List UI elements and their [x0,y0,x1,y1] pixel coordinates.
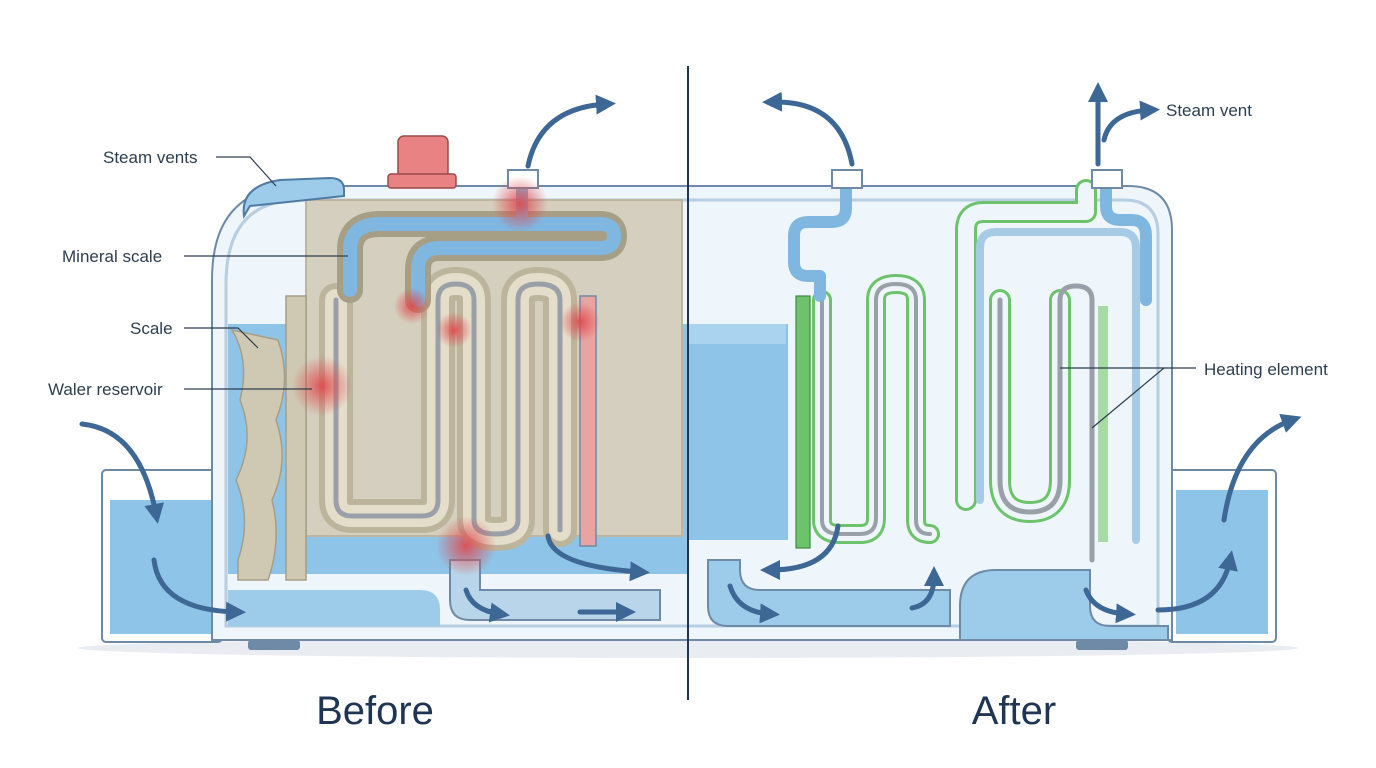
after-steam-pipe-right [1100,172,1152,306]
after-vent-collar-right [1091,169,1123,189]
caption-before: Before [316,689,434,733]
steam-arrow-after-left [762,91,855,167]
leader-lines [184,156,1196,429]
hotspot [292,356,352,416]
hotspot [492,176,548,232]
after-inner-wall [688,198,1160,628]
flow-arrow [760,523,841,580]
after-element-core-right [997,283,1095,563]
label-scale: Scale [130,319,173,338]
hotspot [560,302,600,342]
scale-crust-left [230,328,286,581]
steam-vent-cover [242,176,345,219]
outflow-arrow-after-bottom [1155,550,1238,613]
before-unit [101,135,688,650]
label-water-reservoir: Waler reservoir [48,380,163,399]
after-side-element-left [795,295,811,549]
fill-cap [397,135,449,179]
inflow-arrow-before [79,421,164,524]
after-side-tank-water [1176,490,1268,634]
after-steam-pipe-left [788,172,852,302]
after-water-strip [688,324,786,344]
scale-crust-stem [285,295,307,581]
after-side-element-right [1098,306,1108,542]
label-heating-element: Heating element [1204,360,1328,379]
outflow-arrow-after [1221,413,1302,523]
before-steam-pipe [343,217,621,307]
caption-after: After [972,689,1056,733]
after-bottom-channel-right [959,569,1169,641]
label-steam-vent: Steam vent [1166,101,1252,120]
leader-steam-vents [216,156,277,187]
flow-arrow [1083,587,1136,624]
hotspot [436,516,496,576]
before-side-element [579,295,597,547]
after-unit [688,169,1277,650]
fill-cap-base [387,173,457,189]
after-foot [1076,640,1128,650]
hotspot [436,312,472,348]
steam-arrow-after-right [1101,100,1160,143]
flow-arrow [545,533,650,582]
before-element-core [333,281,563,537]
after-vent-collar-left [831,169,863,189]
flow-arrow [727,583,780,624]
after-water [688,324,788,540]
flow-arrow [909,566,944,611]
leader-heating-element-2 [1091,367,1165,429]
steam-arrow-before [525,94,616,169]
hotspot [394,288,430,324]
after-inner-pipe [976,228,1140,544]
before-bottom-channel [228,590,440,626]
flow-arrow [463,587,510,623]
inflow-arrow-before-bottom [151,557,246,622]
leader-scale [184,327,259,349]
label-mineral-scale: Mineral scale [62,247,162,266]
flow-arrows [79,82,1302,624]
before-side-tank-water [110,500,214,634]
before-foot [248,640,300,650]
label-steam-vents: Steam vents [103,148,198,167]
